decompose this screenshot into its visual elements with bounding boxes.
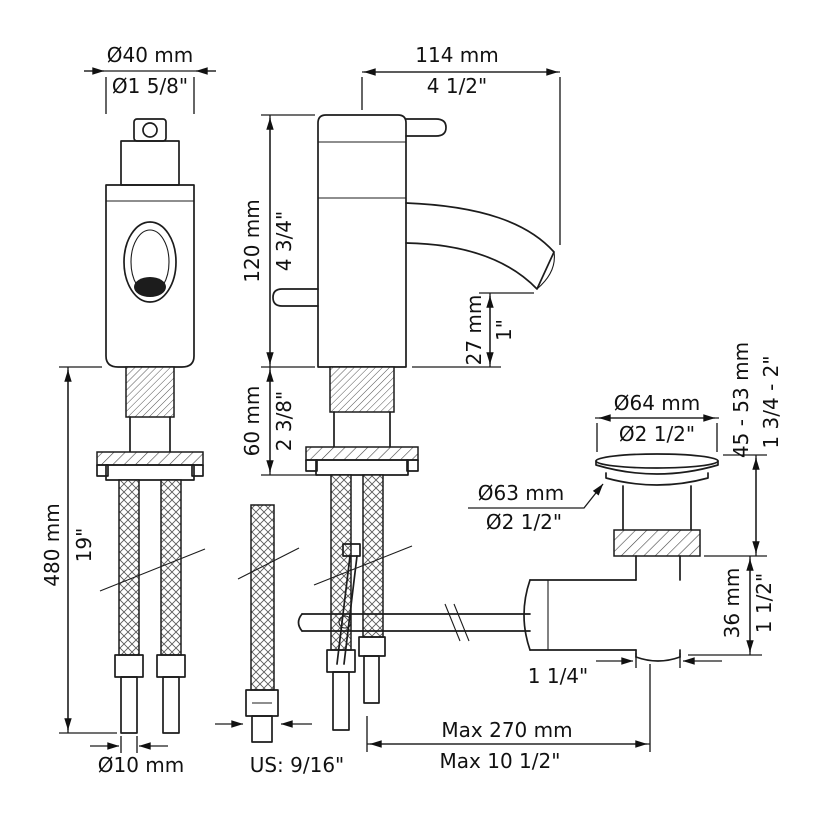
label-flange-diameter-mm: Ø64 mm [614, 391, 701, 415]
label-deck-thickness-mm: 45 - 53 mm [729, 342, 753, 458]
label-body-height-mm: 120 mm [240, 199, 264, 283]
popup-housing [529, 579, 637, 651]
label-spout-clearance-in: 1" [492, 319, 516, 341]
deck-plate-side [305, 446, 419, 461]
threaded-shank-front [125, 366, 175, 418]
mounting-nut-side [315, 459, 409, 476]
mounting-nut-front [105, 464, 195, 481]
dimension-labels: Ø40 mm Ø1 5/8" 480 mm 19" Ø10 mm 114 mm … [40, 43, 783, 777]
threaded-shank-side [329, 366, 395, 413]
spout-outlet [134, 277, 166, 297]
label-tailpiece-diameter-in: 1 1/4" [528, 664, 588, 688]
spout-opening [123, 221, 177, 303]
deck-plate-front [96, 451, 204, 466]
supply-hose-detail [237, 504, 300, 743]
label-supply-fitting: US: 9/16" [250, 753, 345, 777]
faucet-body-side [317, 114, 407, 368]
label-drain-height-mm: 36 mm [720, 568, 744, 639]
label-deck-thickness-in: 1 3/4 - 2" [759, 355, 783, 448]
faucet-cap [120, 140, 180, 186]
faucet-body-front [105, 184, 195, 368]
hose-fitting-right [156, 654, 186, 678]
faucet-spout [405, 202, 555, 290]
label-body-height-in: 4 3/4" [272, 211, 296, 271]
label-max-distance-mm: Max 270 mm [441, 718, 572, 742]
side-view [272, 114, 555, 731]
drain-assembly [297, 453, 719, 662]
supply-hose-right [160, 479, 182, 656]
label-front-top-diameter-in: Ø1 5/8" [112, 74, 188, 98]
faucet-handle [405, 118, 447, 137]
dimension-lines [59, 67, 767, 753]
supply-hose-left [118, 479, 140, 656]
front-view [96, 118, 206, 734]
drain-locknut [613, 529, 701, 557]
label-hose-diameter-mm: Ø10 mm [98, 753, 185, 777]
popup-rod-pivot [338, 615, 352, 629]
popup-rod-top [342, 543, 361, 557]
popup-rod-knob [272, 288, 319, 307]
label-drain-body-diameter-mm: Ø63 mm [478, 481, 565, 505]
label-drain-body-diameter-in: Ø2 1/2" [486, 510, 562, 534]
label-hose-length-in: 19" [72, 528, 96, 563]
label-max-distance-in: Max 10 1/2" [440, 749, 561, 773]
label-spout-reach-in: 4 1/2" [427, 74, 487, 98]
label-front-top-diameter-mm: Ø40 mm [107, 43, 194, 67]
hose-fitting-left [114, 654, 144, 678]
label-shank-length-in: 2 3/8" [272, 391, 296, 451]
drain-tailpiece [635, 656, 681, 662]
label-shank-length-mm: 60 mm [240, 386, 264, 457]
faucet-button-dot [142, 122, 158, 138]
supply-hose-braid [250, 504, 275, 691]
label-flange-diameter-in: Ø2 1/2" [619, 422, 695, 446]
label-spout-clearance-mm: 27 mm [462, 295, 486, 366]
drain-flange [595, 453, 719, 469]
label-drain-height-in: 1 1/2" [752, 573, 776, 633]
label-spout-reach-mm: 114 mm [415, 43, 499, 67]
supply-hose-side-2 [362, 474, 384, 638]
label-hose-length-mm: 480 mm [40, 503, 64, 587]
